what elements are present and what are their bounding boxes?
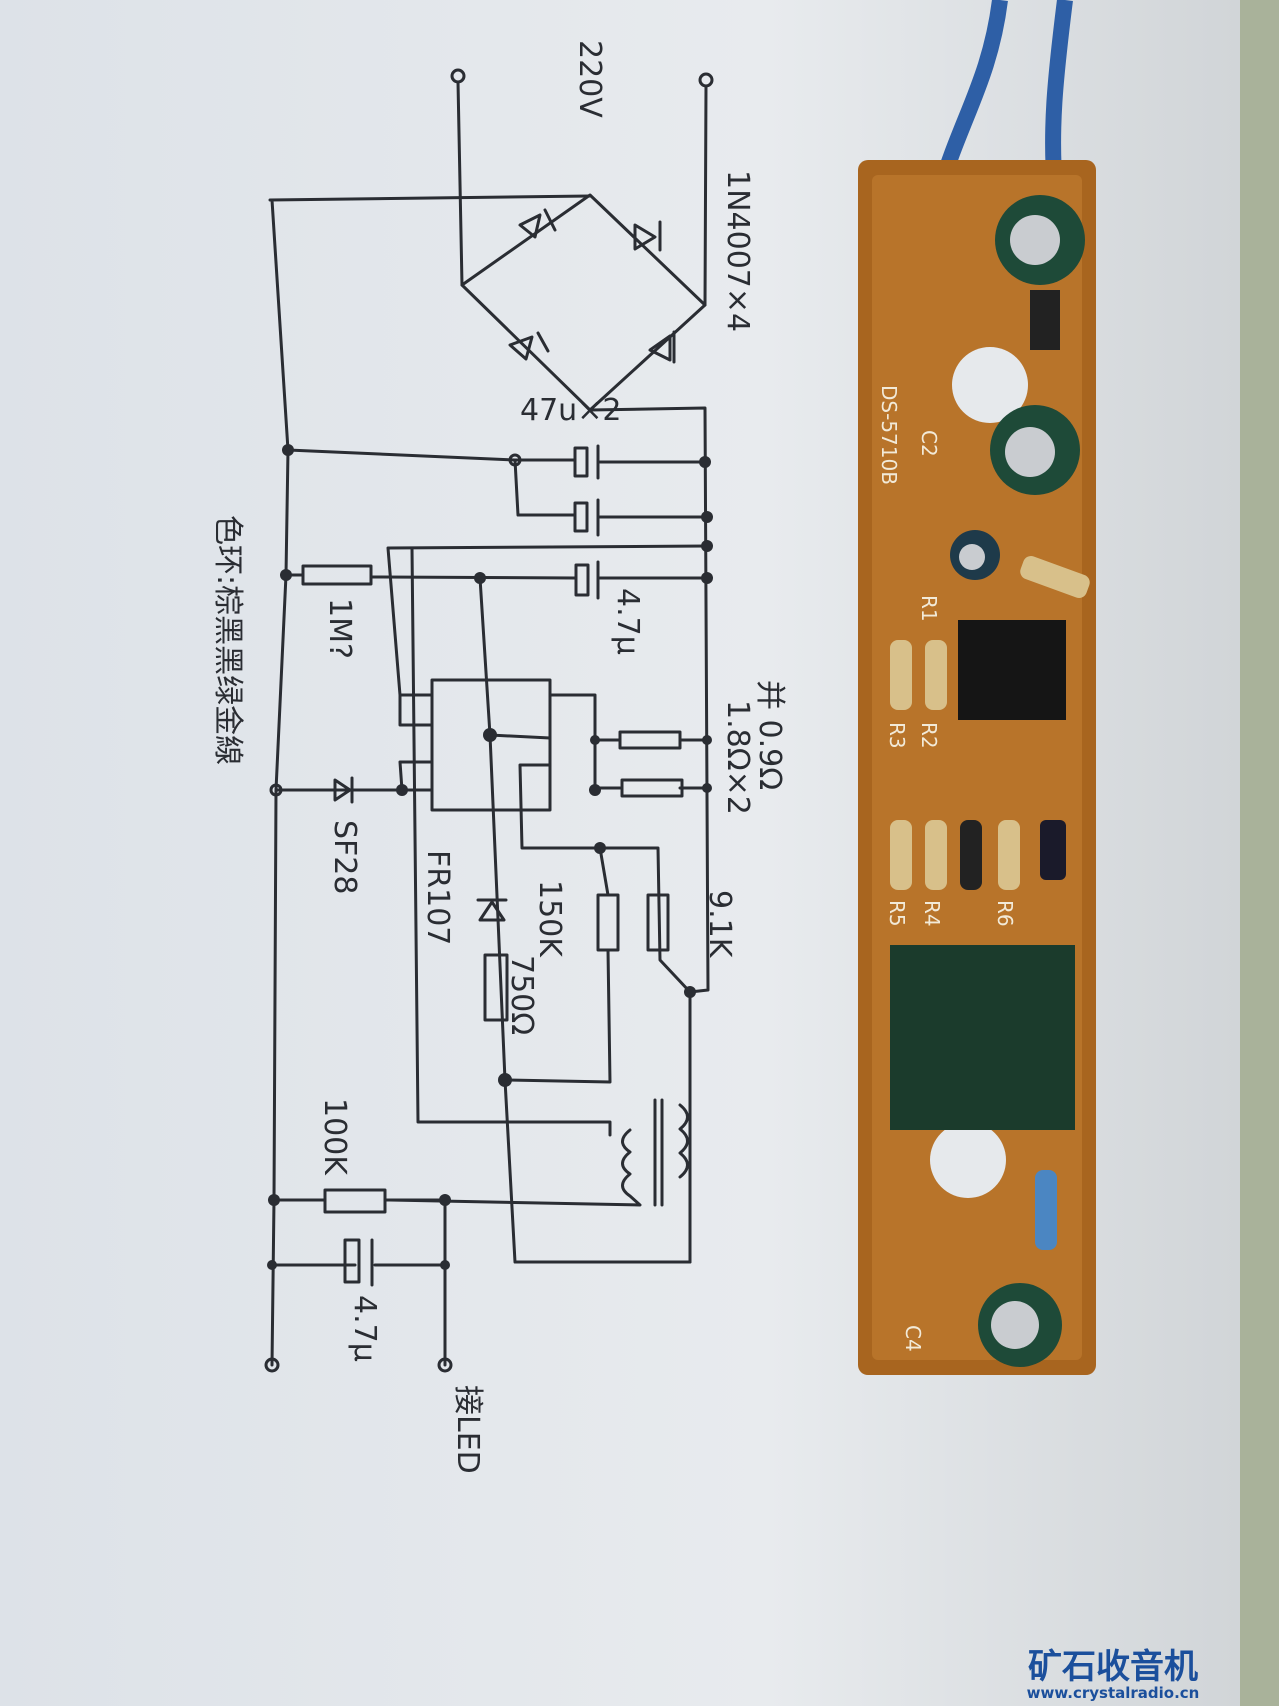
pcb-label-c2: C2 bbox=[917, 430, 941, 457]
bridge-diodes bbox=[508, 208, 676, 364]
label-100k: 100K bbox=[317, 1098, 352, 1176]
cap-47u-2 bbox=[573, 501, 589, 533]
label-9k1: 9.1K bbox=[702, 890, 737, 959]
sense-resistor-2 bbox=[620, 778, 684, 798]
electrolytic-capacitors bbox=[950, 195, 1085, 1367]
pcb-label-c4: C4 bbox=[901, 1325, 925, 1352]
label-150k: 150K bbox=[532, 880, 567, 958]
label-cap-4u7-bottom: 4.7μ bbox=[347, 1295, 382, 1362]
cap-4u7-top bbox=[574, 563, 590, 597]
pcb-board-name: DS-5710B bbox=[877, 385, 901, 485]
transformer-winding-1 bbox=[388, 1128, 642, 1207]
transformer bbox=[890, 945, 1075, 1130]
pcb-label-r2: R2 bbox=[917, 722, 941, 749]
label-750: 750Ω bbox=[504, 955, 539, 1035]
label-bridge: 1N4007×4 bbox=[720, 170, 755, 332]
watermark-logo: 矿石收音机 www.crystalradio.cn bbox=[1027, 1647, 1200, 1702]
cap-4u7-bottom bbox=[343, 1238, 361, 1284]
controller-ic bbox=[430, 678, 552, 812]
schematic-labels: 220V 1N4007×4 47u×2 4.7μ 1M? 色环:棕黑黑绿金線 并… bbox=[210, 40, 787, 1474]
led-terminal bbox=[437, 1357, 453, 1373]
sense-resistor-1 bbox=[618, 730, 682, 750]
label-sense-resistors: 1.8Ω×2 bbox=[720, 700, 755, 815]
pcb-label-r5: R5 bbox=[885, 900, 909, 927]
watermark-title: 矿石收音机 bbox=[1028, 1647, 1198, 1687]
label-parallel-resistor: 并 0.9Ω bbox=[752, 680, 787, 790]
pcb-label-r4: R4 bbox=[920, 900, 944, 927]
diode-fr107 bbox=[476, 898, 508, 922]
left-rail bbox=[268, 194, 592, 1367]
transformer-winding-2 bbox=[678, 1103, 689, 1179]
right-rail bbox=[588, 406, 710, 1264]
diode-sf28 bbox=[333, 776, 354, 804]
pcb-label-r3: R3 bbox=[885, 722, 909, 749]
table-edge bbox=[1240, 0, 1279, 1706]
label-led: 接LED bbox=[450, 1385, 485, 1474]
label-sf28: SF28 bbox=[327, 820, 362, 894]
resistor-9k1 bbox=[646, 893, 670, 952]
ic-chip bbox=[958, 620, 1066, 720]
pcb-label-r1: R1 bbox=[917, 595, 941, 622]
label-cap-4u7-top: 4.7μ bbox=[610, 588, 645, 655]
pcb-board: DS-5710B C2 R1 R2 R3 R5 R4 R6 C4 bbox=[858, 0, 1096, 1375]
label-input-caps: 47u×2 bbox=[520, 393, 621, 428]
resistor-750 bbox=[483, 953, 509, 1022]
label-1m: 1M? bbox=[322, 598, 357, 659]
label-fr107: FR107 bbox=[420, 850, 455, 945]
schematic-wires bbox=[264, 68, 714, 1373]
watermark-url: www.crystalradio.cn bbox=[1027, 1684, 1200, 1702]
resistors bbox=[890, 556, 1090, 1250]
label-220v: 220V bbox=[572, 40, 607, 118]
label-color-code: 色环:棕黑黑绿金線 bbox=[210, 515, 245, 765]
cap-47u-1 bbox=[573, 446, 589, 478]
pcb-label-r6: R6 bbox=[993, 900, 1017, 927]
